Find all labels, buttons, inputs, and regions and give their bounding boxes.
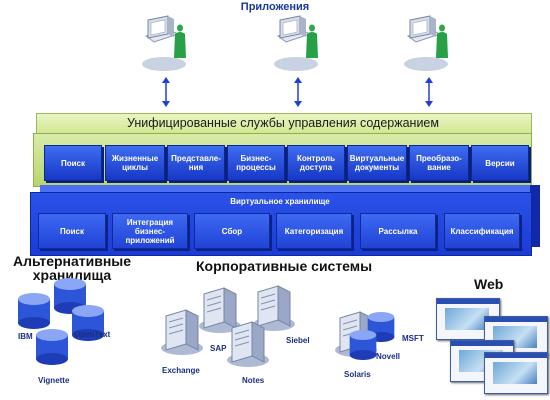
browser-window-icon [484,316,548,358]
system-label: Notes [242,376,265,385]
service-label: Бизнес-процессы [236,154,276,172]
double-arrow-icon [162,77,170,107]
browser-window-icon [484,352,548,394]
server-icon [253,285,295,331]
repository-label: Сбор [221,226,243,236]
services-title: Унифицированные службы управления содерж… [127,116,439,130]
service-label: Версии [485,158,515,168]
database-cylinder-icon [18,293,50,329]
store-label: Vignette [38,376,70,385]
database-cylinder-icon [54,278,86,314]
applications-title: Приложения [240,1,310,13]
store-label: OpenText [74,330,111,339]
database-cylinder-icon [72,305,104,341]
web-title: Web [474,276,504,292]
service-label: Преобразо-вание [416,154,462,172]
double-arrow-icon [294,77,302,107]
repository-block: Сбор [194,213,270,249]
service-label: Представле-ния [171,154,221,172]
server-icon [227,321,269,367]
service-block: Версии [471,145,529,181]
repository-label: Классификация [450,226,514,236]
repository-label: Рассылка [378,226,418,236]
repository-layer-top [40,185,530,195]
service-block: Бизнес-процессы [227,145,285,181]
service-block: Поиск [44,145,102,181]
repository-title: Виртуальное хранилище [230,197,330,206]
repository-layer-side [530,185,540,247]
system-label: MSFT [402,334,424,343]
corporate-systems-title: Корпоративные системы [196,258,373,274]
workstation-icon [404,15,448,71]
database-cylinder-icon [36,329,68,365]
service-label: Поиск [60,158,85,168]
workstation-icon [142,15,186,71]
service-block: Преобразо-вание [409,145,469,181]
repository-block: Классификация [444,213,520,249]
repository-block: Рассылка [360,213,436,249]
system-label: Novell [376,352,401,361]
service-block: Представле-ния [167,145,225,181]
server-icon [161,309,203,355]
double-arrow-icon [425,77,433,107]
store-label: IBM [18,332,33,341]
repository-block: Поиск [38,213,106,249]
system-label: Solaris [344,370,371,379]
workstation-icon [274,15,318,71]
repository-block: Категоризация [276,213,352,249]
system-label: Exchange [162,366,200,375]
server-icon [199,287,241,333]
repository-label: Поиск [59,226,84,236]
system-label: SAP [210,344,227,353]
repository-label: Категоризация [284,226,344,236]
system-label: Siebel [286,336,310,345]
database-cylinder-icon [349,330,377,360]
